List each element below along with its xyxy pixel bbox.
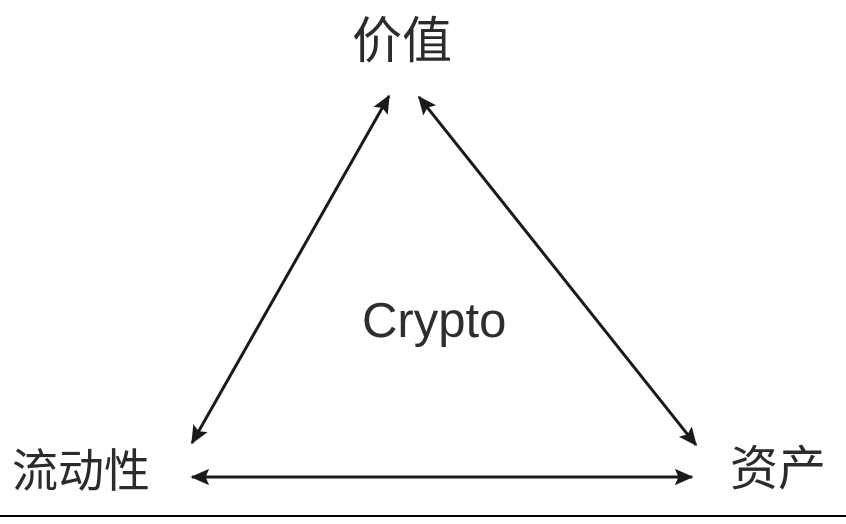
node-label-liquidity: 流动性 xyxy=(12,445,150,497)
node-label-value: 价值 xyxy=(352,13,452,69)
center-label-crypto: Crypto xyxy=(362,294,507,348)
edge-value-liquidity xyxy=(190,94,391,445)
bottom-divider xyxy=(0,515,846,517)
node-label-assets: 资产 xyxy=(730,443,827,496)
edge-value-assets xyxy=(417,95,698,447)
